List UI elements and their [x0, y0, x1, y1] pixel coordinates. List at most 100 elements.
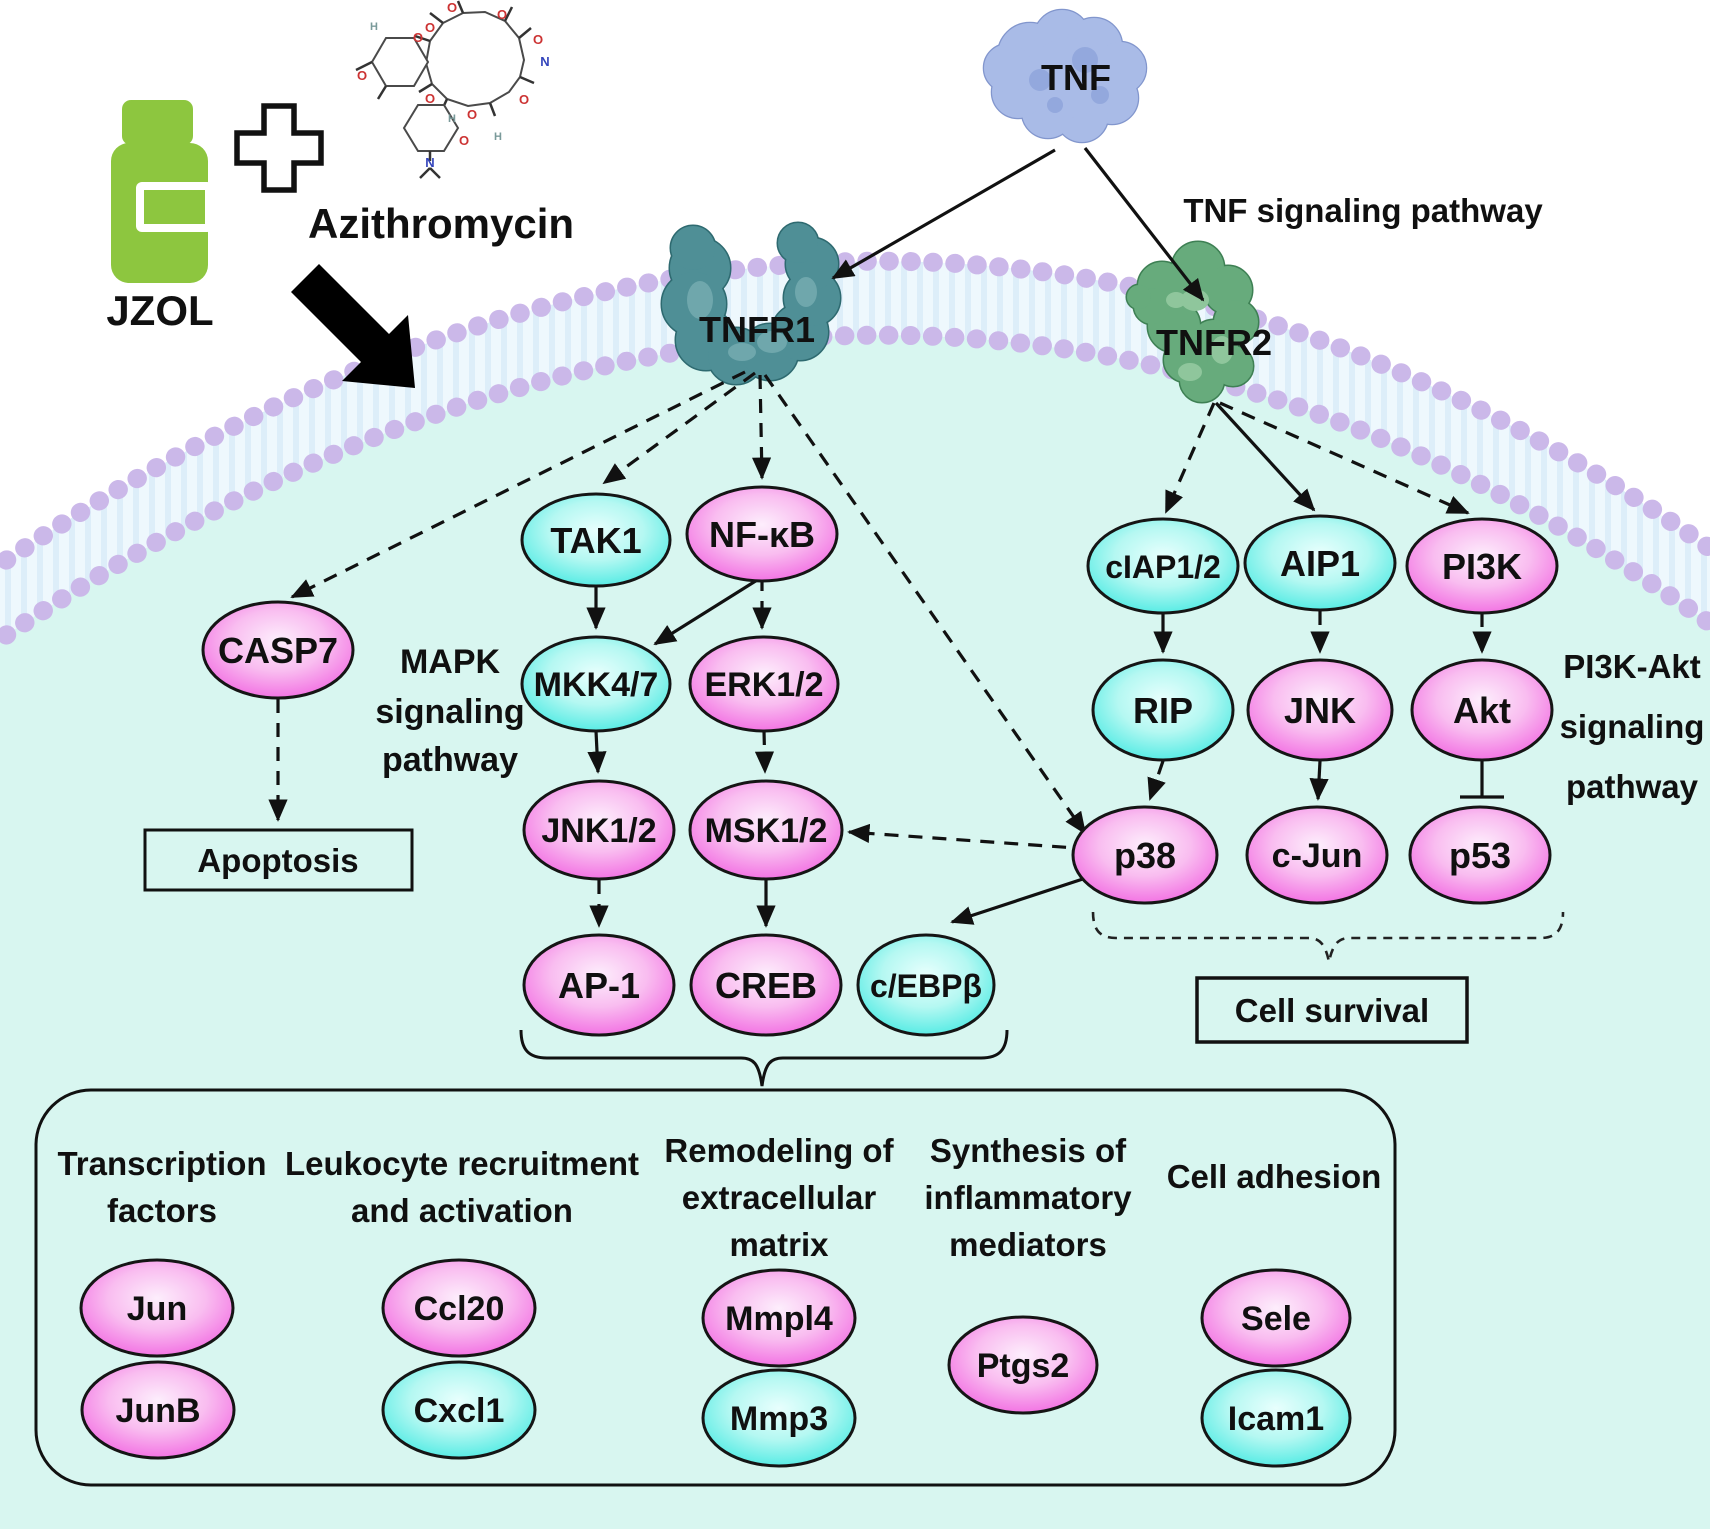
node-cjun: c-Jun — [1245, 805, 1389, 905]
svg-text:O: O — [425, 91, 435, 106]
svg-text:O: O — [357, 68, 367, 83]
edges — [268, 147, 1504, 928]
pathway-nodes: CASP7 TAK1 NF-κB MKK4/7 ERK1/2 JNK1/2 MS… — [201, 485, 1559, 1037]
node-aip1: AIP1 — [1243, 514, 1397, 612]
node-nfkb: NF-κB — [685, 485, 839, 583]
node-mkk47: MKK4/7 — [520, 635, 672, 733]
svg-text:MSK1/2: MSK1/2 — [705, 812, 828, 850]
node-msk12: MSK1/2 — [688, 779, 844, 881]
svg-text:Ptgs2: Ptgs2 — [977, 1347, 1070, 1385]
svg-text:H: H — [370, 21, 378, 33]
svg-text:Apoptosis: Apoptosis — [197, 842, 358, 879]
svg-text:Transcription: Transcription — [57, 1145, 266, 1182]
mapk-pathway-title: MAPK signaling pathway — [375, 643, 524, 779]
svg-text:p53: p53 — [1449, 835, 1511, 876]
edge-erk12-msk12 — [754, 730, 775, 774]
svg-text:H: H — [448, 113, 456, 125]
svg-text:Cell adhesion: Cell adhesion — [1167, 1158, 1382, 1195]
node-tak1: TAK1 — [520, 492, 672, 588]
svg-text:extracellular: extracellular — [682, 1179, 877, 1216]
svg-text:p38: p38 — [1114, 835, 1176, 876]
tnfr2-receptor-shape — [1125, 240, 1260, 404]
item-jun: Jun — [79, 1258, 235, 1358]
item-ccl20: Ccl20 — [381, 1258, 537, 1358]
svg-text:matrix: matrix — [729, 1226, 829, 1263]
item-ptgs2: Ptgs2 — [947, 1315, 1099, 1415]
apoptosis-box: Apoptosis — [143, 828, 414, 892]
edge-p38-msk12 — [847, 823, 1091, 851]
item-mmp3: Mmp3 — [701, 1368, 857, 1468]
edge-tnfr2-pi3k — [1219, 401, 1470, 515]
item-icam1: Icam1 — [1200, 1368, 1352, 1468]
svg-text:MAPK: MAPK — [400, 643, 501, 681]
svg-text:PI3K-Akt: PI3K-Akt — [1563, 648, 1701, 685]
svg-text:RIP: RIP — [1133, 690, 1193, 731]
edge-tnfr2-ciap12 — [1164, 402, 1216, 514]
node-p53: p53 — [1408, 805, 1552, 905]
jzol-label: JZOL — [106, 287, 213, 334]
svg-text:Mmp3: Mmp3 — [730, 1400, 828, 1438]
svg-text:inflammatory: inflammatory — [924, 1179, 1132, 1216]
svg-text:O: O — [533, 32, 543, 47]
pi3k-akt-pathway-title: PI3K-Akt signaling pathway — [1560, 648, 1705, 805]
svg-text:Mmpl4: Mmpl4 — [725, 1300, 833, 1338]
node-jnk12: JNK1/2 — [522, 779, 676, 881]
svg-text:O: O — [425, 20, 435, 35]
svg-text:O: O — [497, 7, 507, 22]
item-mmpl4: Mmpl4 — [701, 1268, 857, 1368]
svg-text:pathway: pathway — [1566, 768, 1699, 805]
cell-interior — [0, 335, 1710, 1529]
edge-tnf-tnfr2 — [1083, 147, 1205, 302]
edge-tnfr2-aip1 — [1214, 401, 1316, 512]
svg-text:Remodeling of: Remodeling of — [664, 1132, 894, 1169]
tnfr2-label: TNFR2 — [1156, 322, 1272, 363]
group-transcription-factors: Transcription factors Jun JunB — [57, 1145, 267, 1460]
svg-text:Icam1: Icam1 — [1228, 1400, 1324, 1438]
edge-tnf-tnfr1 — [831, 148, 1056, 280]
edge-tnfr1-tak1 — [602, 371, 756, 485]
svg-text:TAK1: TAK1 — [550, 520, 641, 561]
svg-text:O: O — [467, 107, 477, 122]
mapk-outputs-brace — [519, 1029, 1009, 1087]
node-pi3k: PI3K — [1405, 517, 1559, 615]
outputs-panel — [34, 1088, 1397, 1487]
cell-survival-brace-dashed — [1091, 911, 1565, 963]
edge-akt-p53-inhibition — [1460, 761, 1504, 799]
membrane-inner-leaflet-dots — [0, 325, 1710, 651]
svg-text:Jun: Jun — [127, 1290, 187, 1328]
svg-text:NF-κB: NF-κB — [709, 514, 815, 555]
svg-text:Leukocyte recruitment: Leukocyte recruitment — [285, 1145, 639, 1182]
svg-text:and activation: and activation — [351, 1192, 573, 1229]
node-jnk: JNK — [1246, 658, 1394, 762]
edge-p38-cebpb — [950, 873, 1096, 925]
group-inflammatory-mediators: Synthesis of inflammatory mediators Ptgs… — [924, 1132, 1132, 1415]
svg-text:JNK1/2: JNK1/2 — [541, 812, 656, 850]
svg-text:signaling: signaling — [375, 693, 524, 731]
svg-text:JNK: JNK — [1284, 690, 1356, 731]
svg-text:CREB: CREB — [715, 965, 817, 1006]
group-cell-adhesion: Cell adhesion Sele Icam1 — [1167, 1158, 1382, 1468]
svg-text:AP-1: AP-1 — [558, 965, 640, 1006]
item-sele: Sele — [1200, 1268, 1352, 1368]
svg-text:CASP7: CASP7 — [218, 630, 338, 671]
svg-text:c-Jun: c-Jun — [1272, 837, 1363, 875]
edge-mkk47-jnk12 — [587, 730, 607, 774]
svg-text:Cxcl1: Cxcl1 — [414, 1392, 505, 1430]
jzol-bottle-icon — [111, 100, 213, 283]
node-cebpb: c/EBPβ — [856, 933, 996, 1037]
edge-nfkb-mkk47 — [653, 575, 763, 646]
node-ciap12: cIAP1/2 — [1086, 517, 1240, 615]
svg-text:O: O — [413, 30, 423, 45]
group-leukocyte-recruitment: Leukocyte recruitment and activation Ccl… — [285, 1145, 639, 1460]
tnf-pathway-title: TNF signaling pathway — [1183, 192, 1543, 229]
svg-text:MKK4/7: MKK4/7 — [534, 666, 659, 704]
edge-tnfr1-p38 — [763, 374, 1087, 835]
edge-rip-p38 — [1147, 760, 1166, 801]
svg-text:mediators: mediators — [949, 1226, 1107, 1263]
azithromycin-label: Azithromycin — [308, 200, 574, 247]
svg-text:H: H — [494, 131, 502, 143]
edge-jnk-cjun — [1309, 760, 1329, 801]
tnf-ligand-shape — [982, 8, 1148, 144]
svg-text:Cell survival: Cell survival — [1235, 992, 1429, 1029]
